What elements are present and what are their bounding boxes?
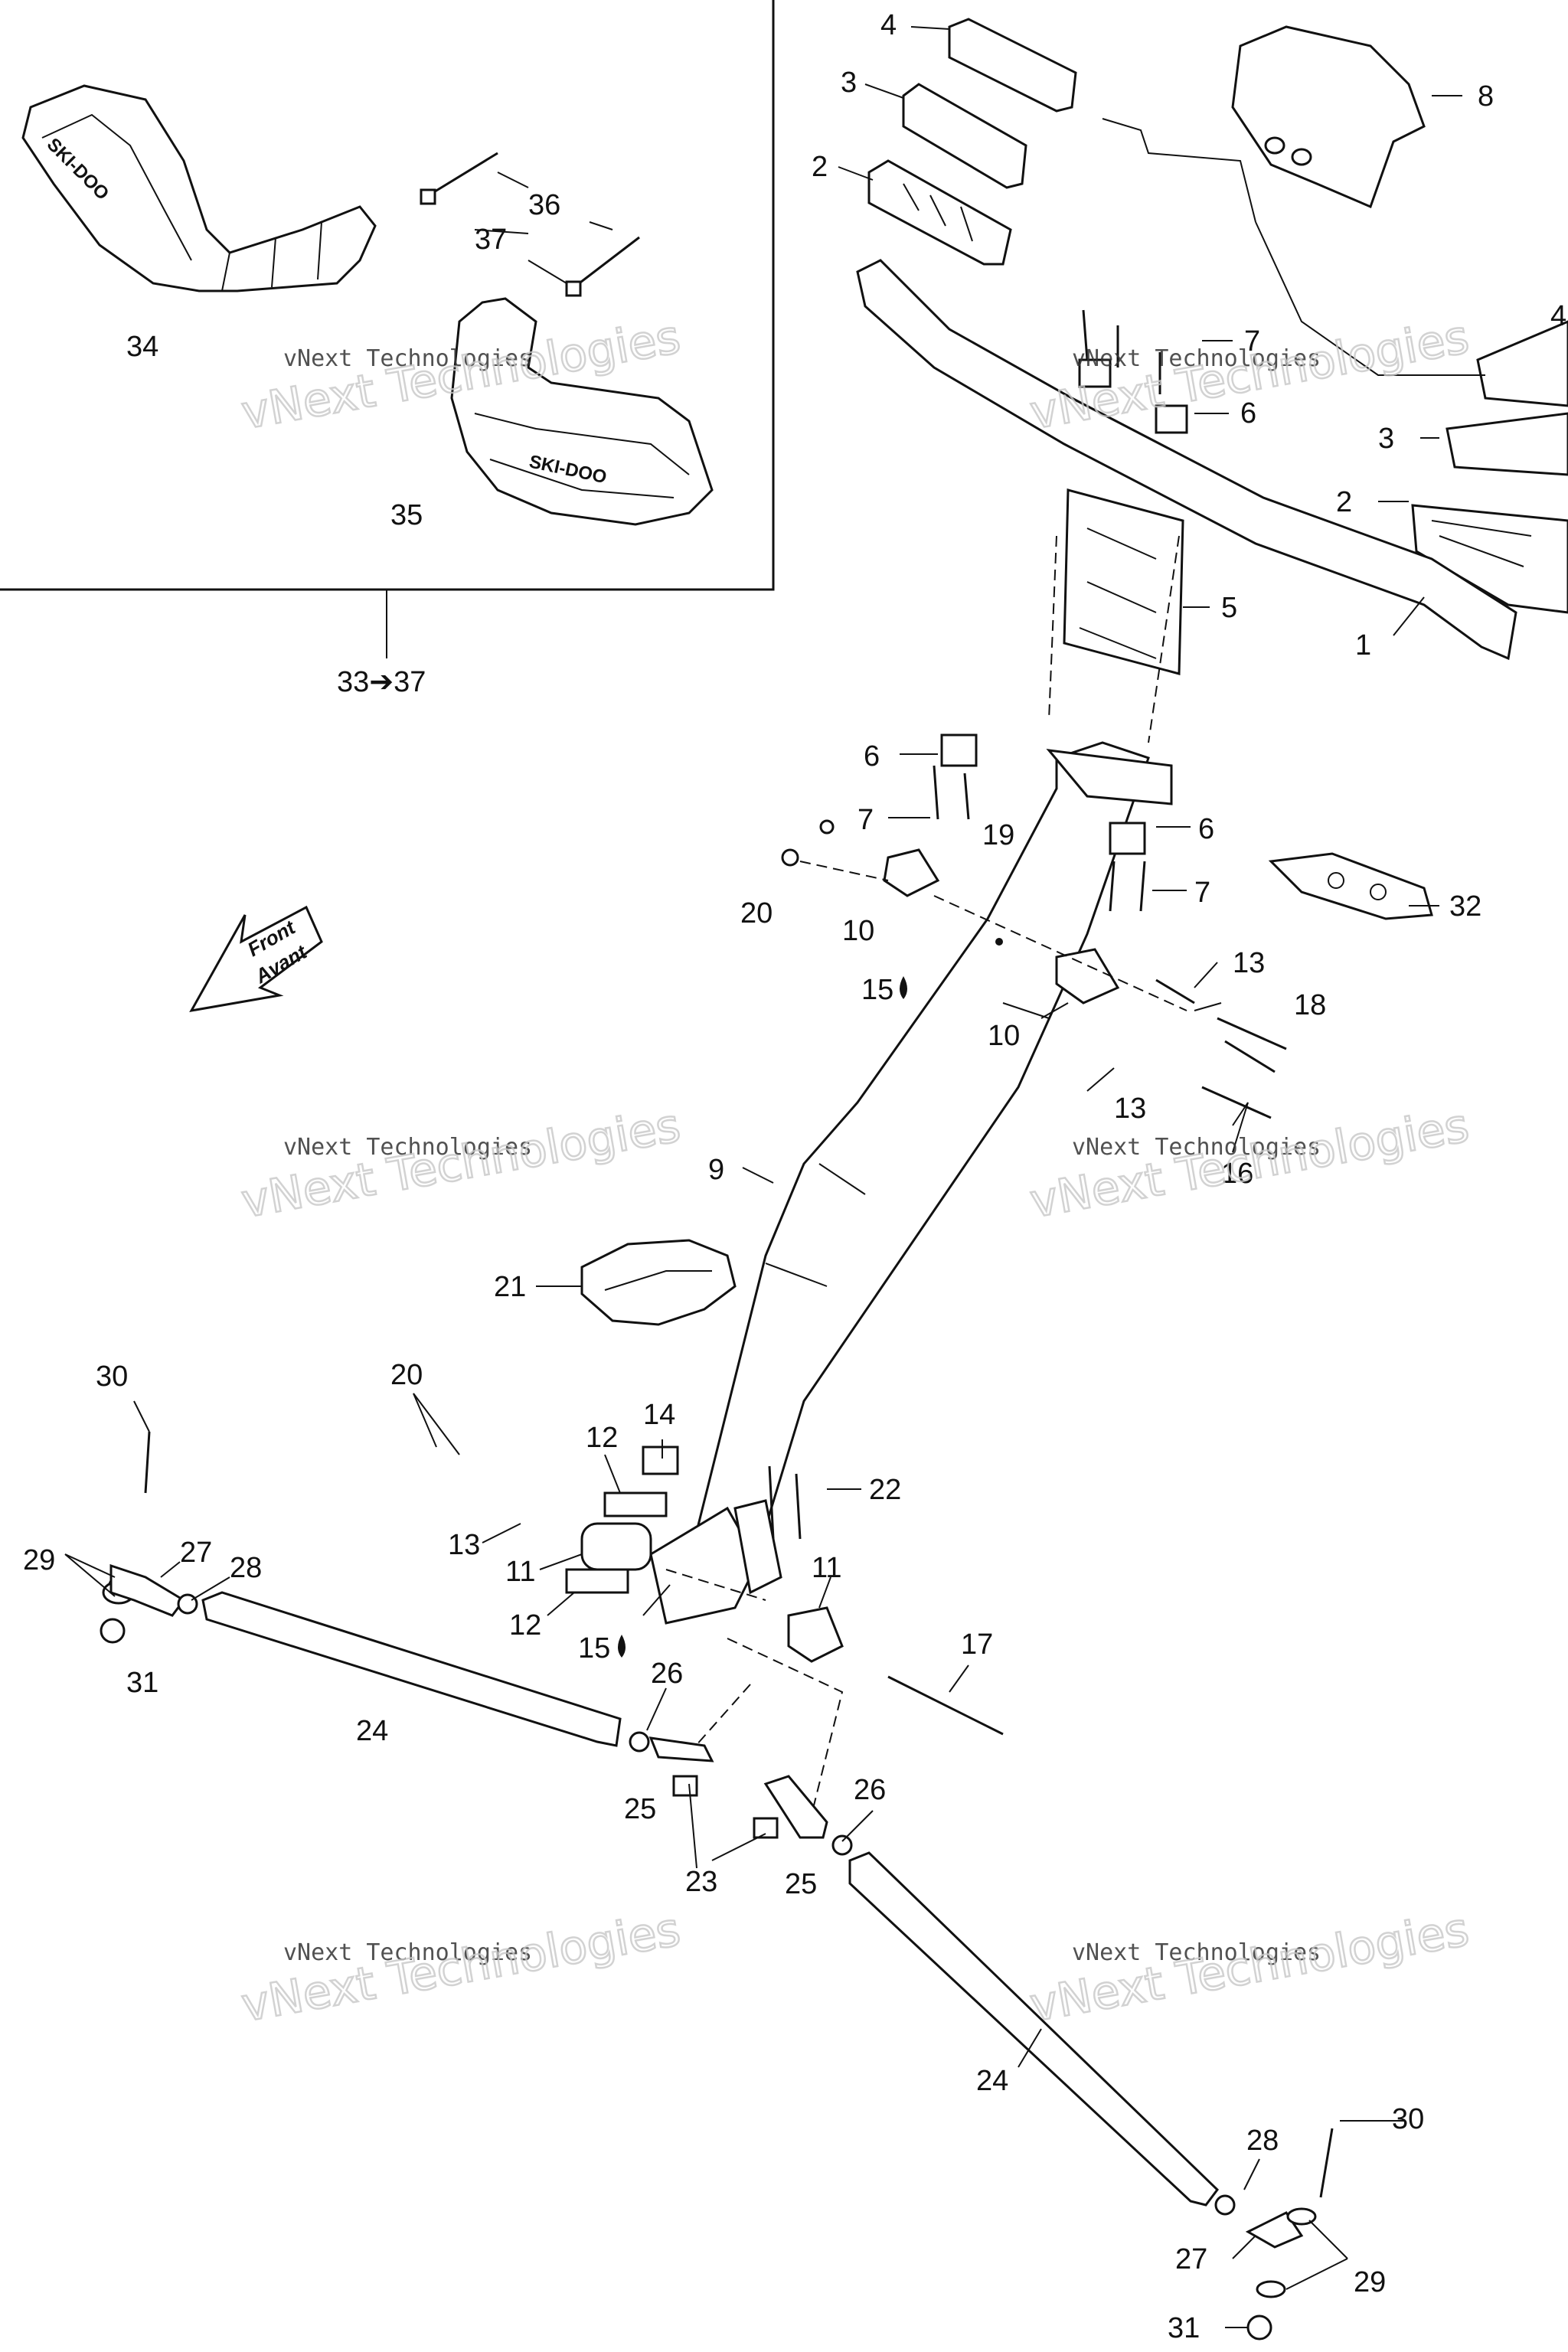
fasteners-mid [781, 309, 1287, 1119]
watermark-text: vNext Technologies [1072, 1939, 1321, 1966]
riser-block [1048, 488, 1184, 743]
callout: 7 [1194, 877, 1210, 909]
callout: 11 [505, 1556, 535, 1588]
callout: 25 [624, 1793, 656, 1825]
callout: 29 [1354, 2266, 1386, 2298]
callout: 23 [685, 1866, 717, 1898]
callout: 27 [180, 1537, 212, 1569]
cover-21 [580, 1239, 737, 1326]
callout: 22 [869, 1474, 901, 1506]
callout: 3 [841, 67, 857, 99]
callout: 2 [812, 151, 828, 183]
callout: 31 [1168, 2312, 1200, 2344]
callout: 31 [126, 1667, 158, 1699]
callout: 36 [528, 189, 560, 221]
plate-32 [1268, 852, 1433, 920]
callout: 13 [448, 1529, 480, 1561]
drop-icon [618, 1635, 626, 1658]
callout: 20 [740, 897, 773, 929]
callout: 7 [1244, 325, 1260, 358]
handguard-right: SKI-DOO [450, 297, 714, 526]
watermark-text: vNext Technologies [283, 1939, 532, 1966]
callout: 19 [982, 819, 1014, 851]
right-grip-parts [1255, 221, 1568, 614]
callout: 21 [494, 1271, 526, 1303]
callout: 8 [1478, 80, 1494, 113]
watermark-text: vNext Technologies [1072, 1134, 1321, 1161]
callout: 26 [651, 1658, 683, 1690]
callout: 1 [1355, 629, 1371, 662]
callout: 12 [509, 1609, 541, 1642]
callout: 30 [96, 1361, 128, 1393]
handlebar [856, 259, 1517, 661]
callout: 20 [390, 1359, 423, 1391]
inset-bolts [420, 152, 640, 297]
callout: 17 [961, 1628, 993, 1661]
callout: 33➔37 [337, 666, 426, 698]
watermark-text: vNext Technologies [1072, 345, 1321, 372]
cover-8 [1231, 25, 1426, 209]
callout: 32 [1449, 890, 1481, 923]
lower-assembly [565, 1446, 1004, 1815]
callout: 4 [880, 9, 897, 41]
handguard-left: SKI-DOO [21, 84, 377, 292]
callout: 12 [586, 1422, 618, 1454]
clamp-blocks [883, 358, 1188, 1004]
callout: 24 [976, 2065, 1008, 2097]
callout: 37 [475, 224, 507, 256]
callout: 16 [1221, 1158, 1253, 1190]
callout: 24 [356, 1715, 388, 1747]
callout: 4 [1550, 300, 1566, 332]
inset-frame [0, 0, 775, 591]
callout: 26 [854, 1774, 886, 1806]
drop-icon [900, 976, 907, 999]
callout: 28 [230, 1552, 262, 1584]
callout: 18 [1294, 989, 1326, 1021]
front-arrow: Front Avant [189, 905, 323, 1013]
watermark-outline: vNext Technologies [237, 1903, 684, 2033]
watermark-outline: vNext Technologies [237, 1099, 684, 1229]
callout: 5 [1221, 592, 1237, 624]
callout: 29 [23, 1544, 55, 1576]
callout: 10 [988, 1020, 1020, 1052]
watermark-outline: vNext Technologies [1026, 1099, 1472, 1229]
callout: 6 [864, 740, 880, 773]
callout: 9 [708, 1154, 724, 1186]
watermark-text: vNext Technologies [283, 1134, 532, 1161]
callout: 25 [785, 1868, 817, 1900]
callout: 11 [812, 1552, 841, 1584]
callout: 3 [1378, 423, 1394, 455]
top-left-grip-parts [867, 18, 1256, 266]
callout: 2 [1336, 486, 1352, 518]
callout: 6 [1240, 397, 1256, 430]
callout: 28 [1246, 2125, 1279, 2157]
callout: 10 [842, 915, 874, 947]
callout: 7 [858, 804, 874, 836]
callout: 6 [1198, 813, 1214, 845]
callout: 27 [1175, 2243, 1207, 2275]
callout: 14 [643, 1399, 675, 1431]
leader-lines [64, 26, 1462, 2328]
callout: 35 [390, 499, 423, 531]
tie-rod-left [100, 1431, 714, 1797]
callout: 13 [1114, 1093, 1146, 1125]
watermark-text: vNext Technologies [283, 345, 532, 372]
callout: 13 [1233, 947, 1265, 979]
watermark-outline: vNext Technologies [1026, 1903, 1472, 2033]
callout-labels: 4 3 2 8 7 6 4 3 2 5 1 36 37 34 35 33➔37 … [23, 9, 1566, 2344]
callout: 15 [861, 974, 893, 1006]
callout: 30 [1392, 2103, 1424, 2135]
tie-rod-right [753, 1775, 1334, 2341]
callout: 15 [578, 1632, 610, 1664]
callout: 34 [126, 331, 158, 363]
